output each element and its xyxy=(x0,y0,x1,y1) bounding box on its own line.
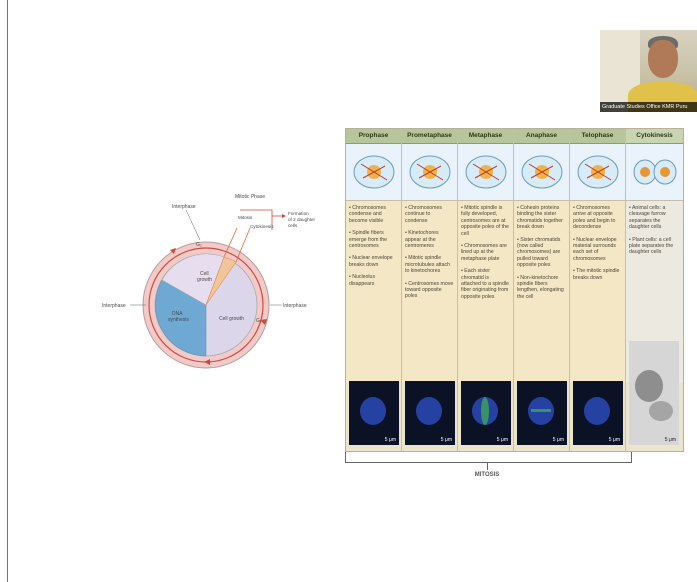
scale-bar-label: 5 μm xyxy=(385,437,396,443)
webcam-name-caption: Graduate Studies Office KMR Puru xyxy=(600,102,697,112)
stage-description: • Cohesin proteins binding the sister ch… xyxy=(514,201,569,383)
scale-bar-label: 5 μm xyxy=(665,437,676,443)
stage-column: Cytokinesis • Animal cells: a cleavage fu… xyxy=(626,129,683,451)
mitosis-label: MITOSIS xyxy=(455,472,519,478)
stage-bullet: • The mitotic spindle breaks down xyxy=(573,268,622,281)
stage-cell-illustration xyxy=(514,144,569,201)
mitosis-bracket xyxy=(345,452,632,463)
label-cytokinesis: Cytokinesis xyxy=(250,224,274,229)
stage-header: Telophase xyxy=(570,129,625,144)
stage-bullet: • Non-kinetochore spindle fibers lengthe… xyxy=(517,275,566,301)
left-edge-rule xyxy=(7,0,8,582)
stage-micrograph: 5 μm xyxy=(573,381,623,445)
stage-cell-illustration xyxy=(570,144,625,201)
stage-bullet: • Chromosomes condense and become visibl… xyxy=(349,205,398,224)
label-interphase-left: Interphase xyxy=(102,303,126,309)
stage-bullet: • Chromosomes arrive at opposite poles a… xyxy=(573,205,622,231)
label-g1: G₁ xyxy=(256,318,262,324)
stage-bullet: • Kinetochores appear at the centromeres xyxy=(405,230,454,249)
stage-cell-illustration xyxy=(402,144,457,201)
webcam-video-tile[interactable]: Graduate Studies Office KMR Puru xyxy=(600,30,697,112)
mitosis-bracket-tick xyxy=(487,462,488,470)
stage-micrograph: 5 μm xyxy=(461,381,511,445)
stage-description: • Chromosomes arrive at opposite poles a… xyxy=(570,201,625,383)
label-formation-1: Formation xyxy=(288,211,309,216)
stage-description: • Chromosomes condense and become visibl… xyxy=(346,201,401,383)
stage-bullet: • Chromosomes continue to condense xyxy=(405,205,454,224)
stage-header: Cytokinesis xyxy=(626,129,683,144)
stage-header: Metaphase xyxy=(458,129,513,144)
scale-bar-label: 5 μm xyxy=(497,437,508,443)
scale-bar-label: 5 μm xyxy=(609,437,620,443)
stage-description: • Mitotic spindle is fully developed, ce… xyxy=(458,201,513,383)
stage-cell-illustration xyxy=(346,144,401,201)
stage-bullet: • Animal cells: a cleavage furrow separa… xyxy=(629,205,680,231)
label-formation-2: of 2 daughter xyxy=(288,217,316,222)
label-cell-growth-right: Cell growth xyxy=(219,316,244,322)
stage-cell-illustration xyxy=(626,144,683,201)
stage-column: Prometaphase • Chromosomes continue to co… xyxy=(402,129,458,451)
stage-bullet: • Nuclear envelope breaks down xyxy=(349,255,398,268)
stage-header: Prometaphase xyxy=(402,129,457,144)
stage-column: Anaphase • Cohesin proteins binding the s… xyxy=(514,129,570,451)
stage-bullet: • Nuclear envelope material surrounds ea… xyxy=(573,237,622,263)
scale-bar-label: 5 μm xyxy=(441,437,452,443)
stage-description: • Chromosomes continue to condense • Kine… xyxy=(402,201,457,383)
label-mitosis: Mitosis xyxy=(238,215,253,220)
stage-bullet: • Spindle fibers emerge from the centros… xyxy=(349,230,398,249)
stage-micrograph: 5 μm xyxy=(349,381,399,445)
label-mitotic-phase: Mitotic Phase xyxy=(235,194,265,200)
label-interphase-top: Interphase xyxy=(172,204,196,210)
cell-cycle-diagram: Interphase Interphase Interphase Mitotic… xyxy=(100,170,340,405)
label-formation-3: cells xyxy=(288,223,298,228)
stage-bullet: • Each sister chromatid is attached to a… xyxy=(461,268,510,300)
label-s-2: synthesis xyxy=(168,317,189,323)
stage-cell-illustration xyxy=(458,144,513,201)
stage-bullet: • Mitotic spindle microtubules attach to… xyxy=(405,255,454,274)
stage-column: Metaphase • Mitotic spindle is fully deve… xyxy=(458,129,514,451)
mitosis-stages-table: Prophase • Chromosomes condense and becom… xyxy=(345,128,684,452)
label-interphase-right: Interphase xyxy=(283,303,307,309)
stage-micrograph: 5 μm xyxy=(517,381,567,445)
stage-bullet: • Centrosomes move toward opposite poles xyxy=(405,281,454,300)
formation-arrowhead xyxy=(282,214,286,218)
stage-column: Telophase • Chromosomes arrive at opposit… xyxy=(570,129,626,451)
stage-micrograph: 5 μm xyxy=(629,341,679,445)
stage-header: Anaphase xyxy=(514,129,569,144)
stage-micrograph: 5 μm xyxy=(405,381,455,445)
stage-bullet: • Nucleolus disappears xyxy=(349,274,398,287)
stage-bullet: • Sister chromatids (now called chromoso… xyxy=(517,237,566,269)
stage-bullet: • Mitotic spindle is fully developed, ce… xyxy=(461,205,510,237)
label-g2: G₂ xyxy=(196,242,202,248)
stage-bullet: • Cohesin proteins binding the sister ch… xyxy=(517,205,566,231)
stage-bullet: • Plant cells: a cell plate separates th… xyxy=(629,237,680,256)
pointer-interphase-top xyxy=(186,210,200,240)
label-cell-growth-top-2: growth xyxy=(197,277,212,283)
scale-bar-label: 5 μm xyxy=(553,437,564,443)
stage-header: Prophase xyxy=(346,129,401,144)
stage-column: Prophase • Chromosomes condense and becom… xyxy=(346,129,402,451)
stage-bullet: • Chromosomes are lined up at the metaph… xyxy=(461,243,510,262)
webcam-person-face xyxy=(648,40,678,78)
